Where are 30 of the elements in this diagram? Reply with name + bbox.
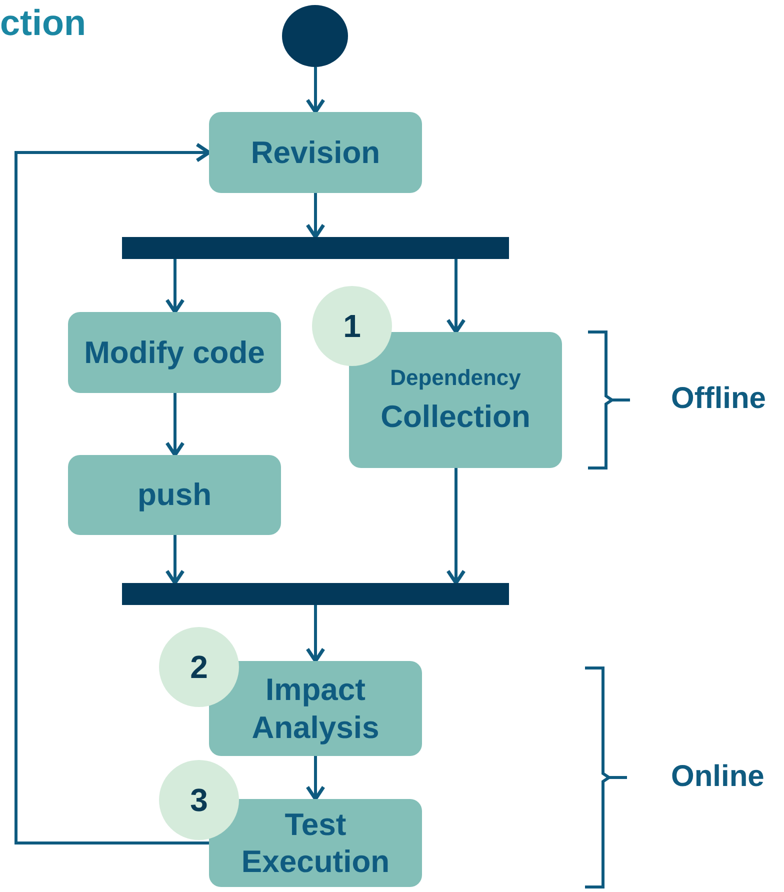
arrow <box>165 259 185 314</box>
phase-label: Online <box>671 760 764 794</box>
arrow <box>446 468 466 585</box>
phase-label: Offline <box>671 382 766 416</box>
diagram-title: ction <box>0 2 86 44</box>
arrow <box>14 142 211 844</box>
activity-box <box>209 799 422 887</box>
arrow <box>306 605 326 663</box>
activity-box <box>68 455 281 535</box>
arrow <box>165 535 185 585</box>
activity-label: Impact Analysis <box>250 671 380 746</box>
step-number: 2 <box>190 648 208 686</box>
activity-label: Test Execution <box>240 806 391 880</box>
arrow <box>306 756 326 801</box>
activity-box <box>68 312 281 393</box>
activity-label: Modify code <box>84 334 265 372</box>
activity-label: Collection <box>380 398 530 435</box>
step-number: 3 <box>190 780 208 820</box>
arrow <box>165 393 185 457</box>
activity-label: push <box>137 476 212 514</box>
arrow <box>306 193 326 239</box>
arrow <box>306 67 326 114</box>
fork-bar <box>122 237 509 259</box>
activity-label: Revision <box>250 134 380 172</box>
fork-bar <box>122 583 509 605</box>
activity-box <box>209 661 422 756</box>
arrow <box>446 259 466 334</box>
step-number: 1 <box>343 306 361 346</box>
activity-box <box>209 112 422 193</box>
activity-label: Dependency <box>390 365 521 392</box>
